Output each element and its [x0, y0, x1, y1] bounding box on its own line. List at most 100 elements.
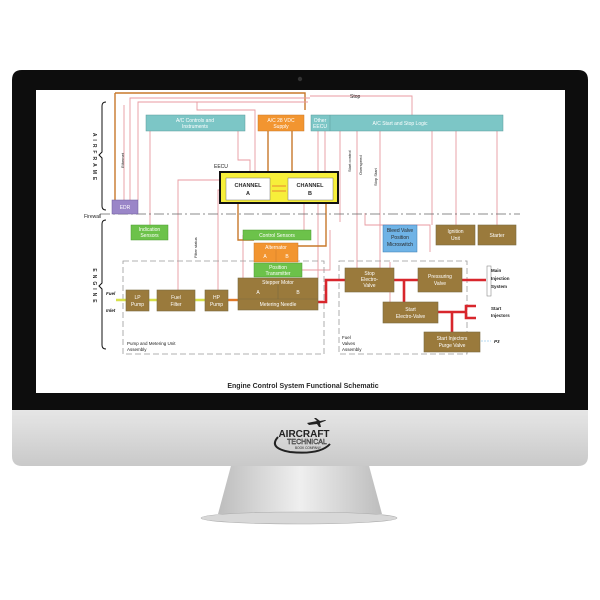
filter-status-label: Filter status: [193, 237, 198, 258]
svg-text:Purge Valve: Purge Valve: [439, 343, 466, 349]
main-injection-label: Main: [491, 268, 502, 273]
fuel-filter-box[interactable]: Fuel Filter: [156, 289, 196, 312]
svg-text:Pump: Pump: [210, 302, 223, 308]
diagram-title: Engine Control System Functional Schemat…: [227, 383, 378, 390]
start-injectors-purge-valve-box[interactable]: Start Injectors Purge Valve: [423, 331, 481, 353]
stepper-motor-box[interactable]: Stepper Motor A B Metering Needle: [237, 277, 319, 311]
airplane-icon: [307, 418, 326, 427]
p3-label: P3: [494, 339, 500, 344]
control-sensors-box[interactable]: Control Sensors: [242, 229, 312, 241]
fuel-inlet-label-2: Inlet: [106, 308, 116, 313]
edr-box[interactable]: EDR: [111, 199, 139, 215]
start-control-label: Start control: [347, 150, 352, 172]
schematic: Firewall AIRFRAME ENGINE Stop Ethernet S…: [84, 92, 520, 390]
stop-signal-label: Stop: [350, 94, 361, 100]
svg-text:Stepper Motor: Stepper Motor: [262, 280, 294, 286]
airframe-brace: [98, 101, 107, 211]
engine-label: ENGINE: [91, 268, 97, 305]
aircraft-technical-logo: AIRCRAFT TECHNICAL BOOK COMPANY: [274, 418, 331, 454]
bleed-valve-microswitch-box[interactable]: Bleed Valve Position Microswitch: [382, 224, 418, 253]
svg-text:Unit: Unit: [451, 236, 461, 242]
channel-a-box[interactable]: CHANNEL A: [225, 177, 271, 201]
svg-text:Bleed Valve: Bleed Valve: [387, 228, 414, 234]
svg-text:Instruments: Instruments: [182, 124, 209, 130]
pressuring-valve-box[interactable]: Pressuring Valve: [417, 267, 463, 293]
other-eecu-label: Other: [314, 118, 327, 124]
overspeed-label: Overspeed: [358, 155, 363, 175]
starter-box[interactable]: Starter: [477, 224, 517, 246]
injection-manifold: [486, 265, 492, 297]
engine-brace: [98, 219, 107, 350]
camera-icon: [297, 76, 303, 82]
pump-metering-assembly: [122, 260, 325, 355]
svg-text:LP: LP: [134, 295, 141, 301]
ac-controls-box[interactable]: A/C Controls and Instruments: [145, 114, 246, 132]
svg-text:AIRCRAFT: AIRCRAFT: [278, 429, 329, 440]
eecu-box[interactable]: CHANNEL A CHANNEL B: [219, 171, 339, 204]
svg-text:B: B: [308, 191, 312, 197]
channel-b-box[interactable]: CHANNEL B: [287, 177, 334, 201]
svg-text:BOOK COMPANY: BOOK COMPANY: [295, 446, 322, 450]
svg-text:TECHNICAL: TECHNICAL: [287, 439, 327, 446]
monitor-base: [200, 511, 398, 525]
svg-text:Fuel: Fuel: [171, 295, 181, 301]
main-injection-label-3: System: [491, 284, 507, 289]
lp-pump-box[interactable]: LP Pump: [125, 289, 150, 312]
svg-text:Position: Position: [269, 265, 287, 271]
fuel-valves-label-3: Assembly: [342, 347, 362, 352]
svg-text:Filter: Filter: [170, 302, 181, 308]
svg-text:CHANNEL: CHANNEL: [235, 183, 263, 189]
svg-text:Sensors: Sensors: [140, 233, 159, 239]
svg-text:Microswitch: Microswitch: [387, 242, 413, 248]
main-injection-label-2: Injection: [491, 276, 510, 281]
indication-sensors-box[interactable]: Indication Sensors: [130, 224, 169, 241]
monitor-chin: [12, 410, 588, 466]
pump-metering-label: Pump and Metering Unit: [127, 341, 176, 346]
svg-text:Indication: Indication: [139, 227, 161, 233]
alternator-box[interactable]: Alternator A B: [253, 242, 299, 263]
fuel-valves-label: Fuel: [342, 335, 351, 340]
fuel-inlet-label: Fuel: [106, 291, 116, 296]
svg-text:Supply: Supply: [273, 124, 289, 130]
svg-text:Electro-Valve: Electro-Valve: [396, 314, 426, 320]
position-transmitter-box[interactable]: Position Transmitter: [253, 262, 303, 278]
monitor-stand: [218, 462, 382, 514]
svg-text:Control Sensors: Control Sensors: [259, 233, 295, 239]
firewall-label: Firewall: [84, 214, 101, 220]
svg-text:A/C Controls and: A/C Controls and: [176, 118, 214, 124]
svg-text:Valve: Valve: [434, 281, 446, 287]
svg-text:A: A: [263, 254, 267, 260]
airframe-label: AIRFRAME: [91, 133, 97, 183]
eecu-label: EECU: [214, 164, 228, 170]
svg-text:Start Injectors: Start Injectors: [437, 336, 468, 342]
ac-start-stop-logic-box[interactable]: Other EECU A/C Start and Stop Logic: [310, 114, 504, 132]
svg-text:Valve: Valve: [363, 283, 375, 289]
start-injectors-label-2: Injectors: [491, 313, 510, 318]
start-electro-valve-box[interactable]: Start Electro-Valve: [382, 301, 439, 324]
svg-text:A/C Start and Stop Logic: A/C Start and Stop Logic: [372, 121, 428, 127]
stop-electro-valve-box[interactable]: Stop Electro- Valve: [344, 267, 395, 293]
stop-start-label: Stop Start: [373, 167, 378, 186]
svg-text:Ignition: Ignition: [447, 229, 463, 235]
svg-text:HP: HP: [213, 295, 221, 301]
svg-text:EECU: EECU: [313, 124, 327, 130]
start-injectors-label: Start: [491, 306, 502, 311]
metering-needle-label: Metering Needle: [260, 302, 297, 308]
svg-text:Start: Start: [405, 307, 416, 313]
svg-text:Starter: Starter: [489, 233, 504, 239]
svg-text:B: B: [296, 290, 300, 296]
signal-lines: [114, 92, 498, 302]
ignition-unit-box[interactable]: Ignition Unit: [435, 224, 476, 246]
ac-28vdc-supply-box[interactable]: A/C 28 VDC Supply: [257, 114, 305, 132]
svg-text:Pressuring: Pressuring: [428, 274, 452, 280]
svg-text:Electro-: Electro-: [361, 277, 379, 283]
svg-text:CHANNEL: CHANNEL: [297, 183, 325, 189]
svg-text:A: A: [256, 290, 260, 296]
hp-pump-box[interactable]: HP Pump: [204, 289, 229, 312]
svg-text:Alternator: Alternator: [265, 245, 287, 251]
svg-text:Stop: Stop: [364, 271, 375, 277]
fuel-lines: [116, 278, 486, 332]
fuel-valves-label-2: Valves: [342, 341, 356, 346]
svg-text:A/C 28 VDC: A/C 28 VDC: [267, 118, 295, 124]
